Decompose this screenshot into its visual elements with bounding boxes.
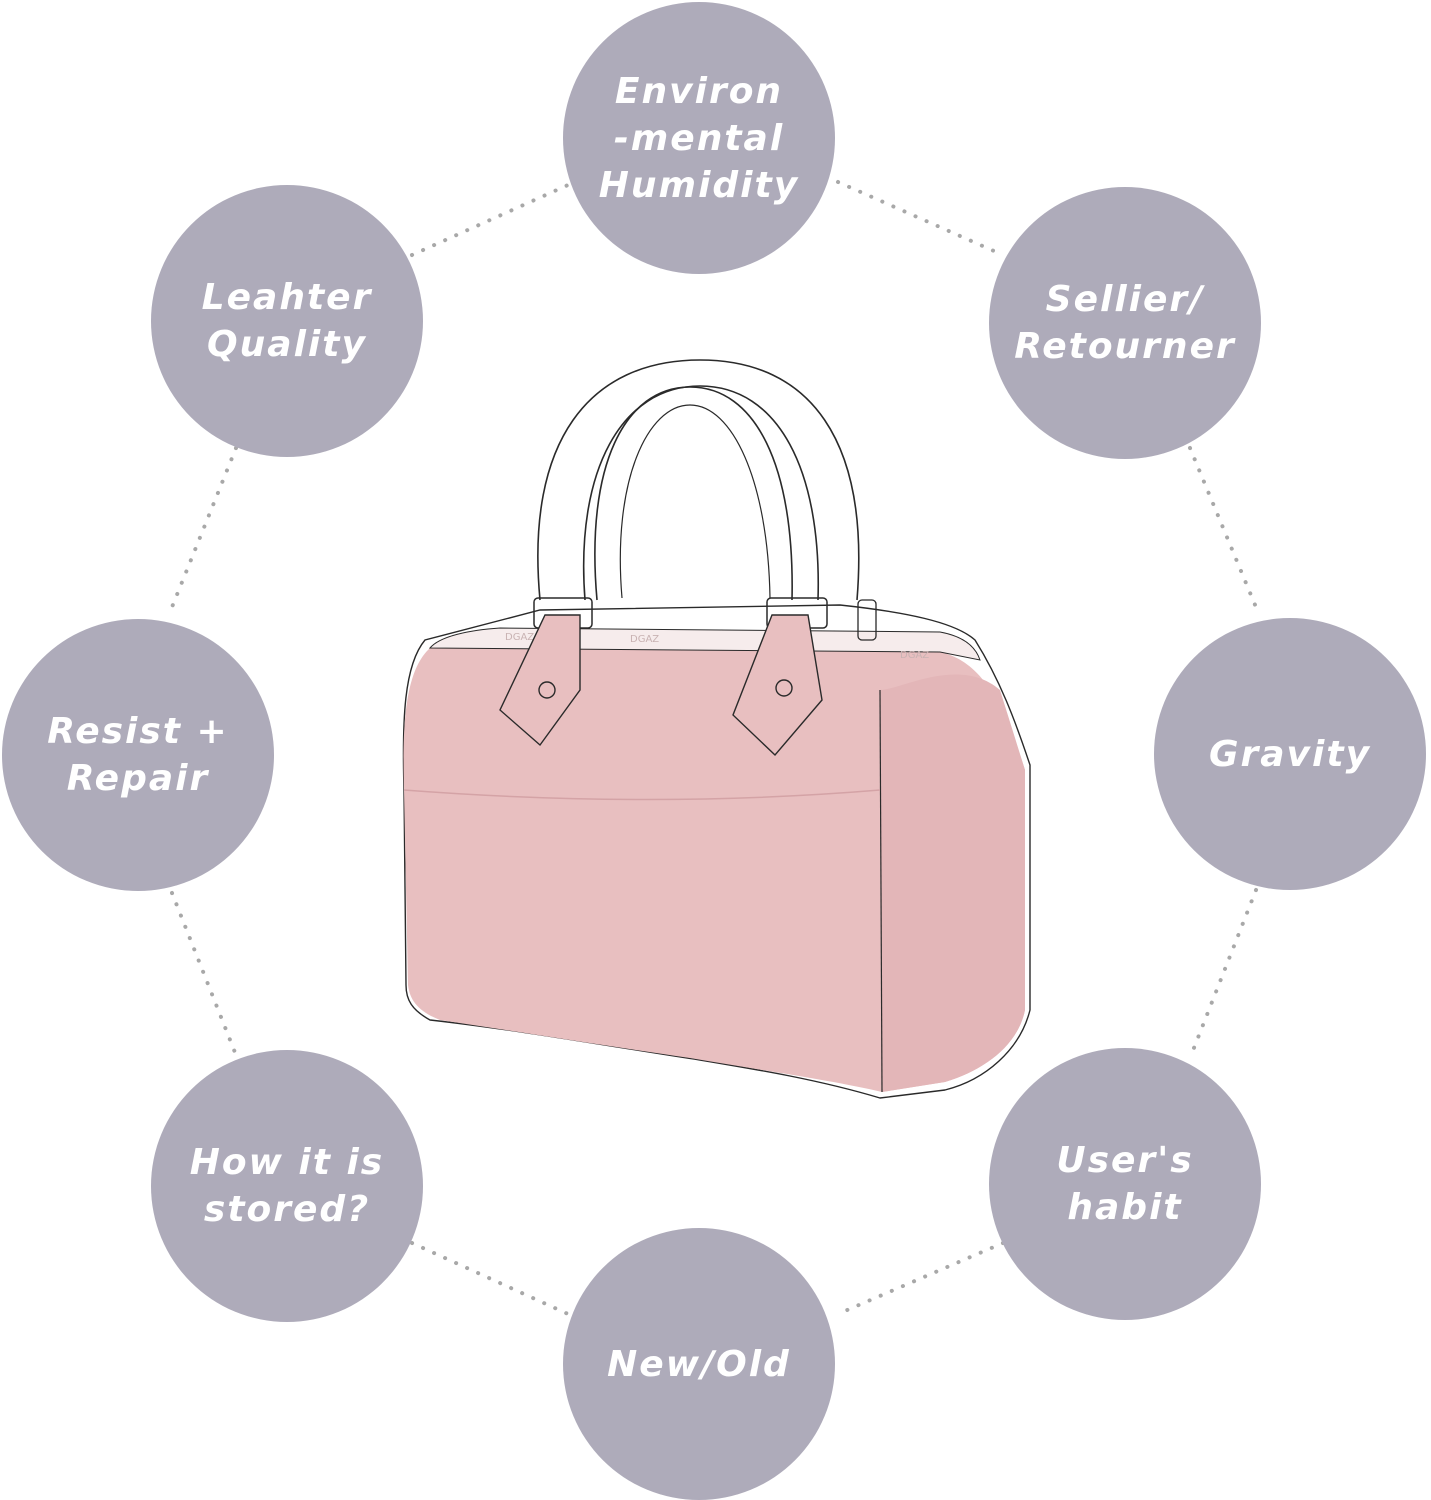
factor-users-habit: User's habit	[989, 1048, 1261, 1320]
factor-label: Environ -mental Humidity	[598, 70, 800, 206]
connector-resist-stored	[170, 891, 238, 1057]
insert-print-2: DGAZ	[630, 634, 659, 645]
factor-gravity: Gravity	[1154, 618, 1426, 890]
factor-label: User's habit	[1056, 1140, 1194, 1228]
factor-sellier-retourner: Sellier/ Retourner	[989, 187, 1261, 459]
factor-label: Resist + Repair	[47, 711, 229, 799]
factor-label: Gravity	[1208, 733, 1372, 775]
front-handle	[537, 359, 860, 601]
connector-stored-newold	[410, 1241, 570, 1316]
factor-environmental-humidity: Environ -mental Humidity	[563, 2, 835, 274]
factor-label: Sellier/ Retourner	[1014, 279, 1236, 367]
left-tab	[499, 614, 581, 747]
factor-label: Leahter Quality	[201, 277, 373, 365]
insert-print-4: DGAZ	[900, 650, 929, 661]
factor-label: How it is stored?	[189, 1142, 385, 1230]
factor-new-old: New/Old	[563, 1228, 835, 1500]
organizer-insert	[403, 648, 1025, 1092]
factor-how-stored: How it is stored?	[151, 1050, 423, 1322]
right-tab	[732, 614, 823, 757]
factor-resist-repair: Resist + Repair	[2, 619, 274, 891]
connector-leather-humidity	[410, 183, 570, 257]
insert-print-1: DGAZ	[505, 632, 534, 643]
factor-leather-quality: Leahter Quality	[151, 185, 423, 457]
back-handle	[594, 386, 793, 601]
factor-label: New/Old	[607, 1343, 791, 1385]
